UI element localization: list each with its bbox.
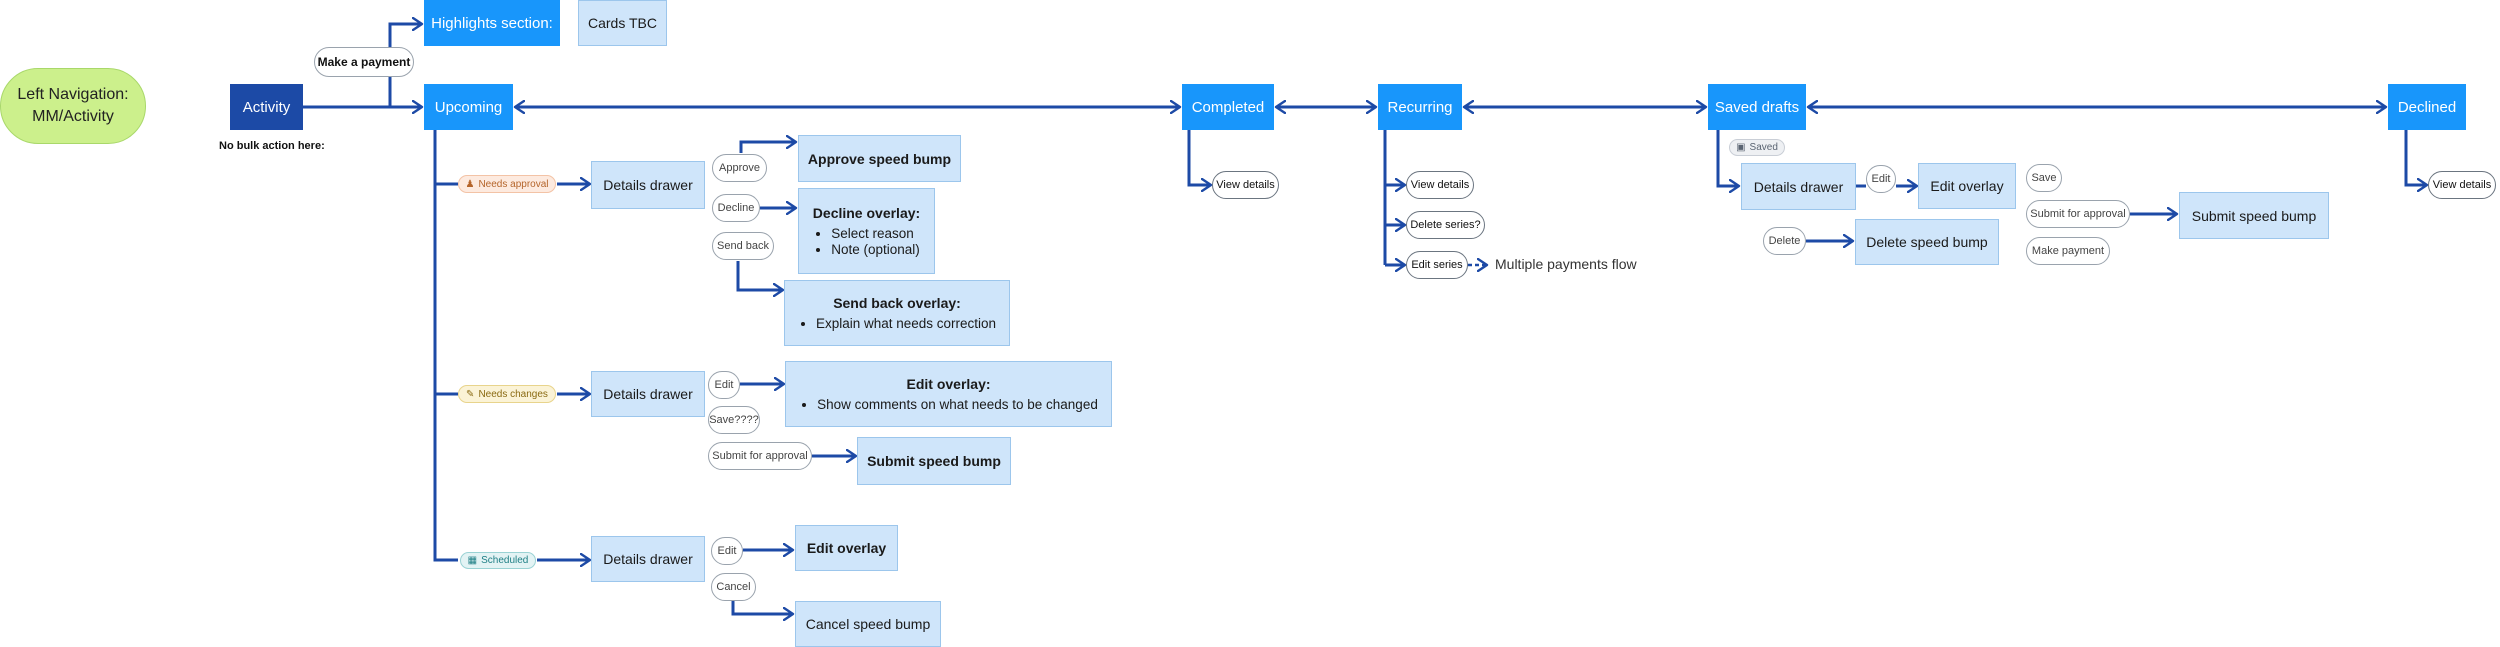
left-navigation-node: Left Navigation: MM/Activity: [0, 68, 146, 144]
connector-completed-view: [1187, 130, 1211, 185]
send-back-overlay-box: Send back overlay: Explain what needs co…: [784, 280, 1010, 346]
decline-overlay-item: Note (optional): [831, 242, 920, 257]
saved-save-pill[interactable]: Save: [2026, 164, 2062, 192]
recurring-node[interactable]: Recurring: [1378, 84, 1462, 130]
pencil-icon: ✎: [466, 388, 475, 400]
connector-approve: [739, 142, 796, 153]
edit-series-pill[interactable]: Edit series: [1406, 251, 1468, 279]
edit-pill[interactable]: Edit: [708, 371, 740, 399]
left-nav-line2: MM/Activity: [32, 108, 114, 125]
declined-node[interactable]: Declined: [2388, 84, 2466, 130]
cards-tbc-label: Cards TBC: [588, 15, 657, 31]
submit-speed-bump-label: Submit speed bump: [867, 453, 1001, 469]
changes-details-drawer[interactable]: Details drawer: [591, 371, 705, 417]
approval-details-drawer[interactable]: Details drawer: [591, 161, 705, 209]
connector-send-back: [736, 261, 783, 290]
needs-changes-label: Needs changes: [478, 388, 548, 400]
connector-activity-highlights: [388, 24, 422, 107]
send-back-overlay-list: Explain what needs correction: [798, 315, 996, 332]
approval-drawer-label: Details drawer: [603, 177, 693, 193]
scheduled-badge: ▦ Scheduled: [460, 552, 536, 569]
recurring-view-details-pill[interactable]: View details: [1406, 171, 1474, 199]
decline-overlay-title: Decline overlay:: [812, 204, 921, 221]
send-back-overlay-title: Send back overlay:: [833, 294, 961, 311]
connector-saved-drawer: [1716, 130, 1739, 186]
scheduled-label: Scheduled: [481, 555, 529, 566]
scheduled-edit-overlay-box: Edit overlay: [795, 525, 898, 571]
delete-series-pill[interactable]: Delete series?: [1406, 211, 1485, 239]
scheduled-details-drawer[interactable]: Details drawer: [591, 536, 705, 582]
approve-speed-bump-label: Approve speed bump: [807, 150, 952, 167]
delete-speed-bump-label: Delete speed bump: [1866, 234, 1988, 250]
edit-overlay-list: Show comments on what needs to be change…: [799, 396, 1098, 413]
needs-approval-label: Needs approval: [478, 178, 549, 190]
activity-node[interactable]: Activity: [230, 84, 303, 130]
declined-view-details-pill[interactable]: View details: [2428, 171, 2496, 199]
saved-label: Saved: [1749, 142, 1778, 153]
decline-overlay-list: Select reason Note (optional): [813, 225, 920, 258]
decline-pill[interactable]: Decline: [712, 194, 760, 222]
edit-overlay-box: Edit overlay: Show comments on what need…: [785, 361, 1112, 427]
send-back-pill[interactable]: Send back: [712, 232, 774, 260]
saved-edit-overlay-box: Edit overlay: [1918, 163, 2016, 209]
connector-declined-view: [2404, 130, 2427, 185]
edit-overlay-title: Edit overlay:: [906, 375, 991, 392]
completed-view-details-pill[interactable]: View details: [1212, 171, 1279, 199]
save-icon: ▣: [1736, 142, 1746, 153]
needs-changes-badge: ✎ Needs changes: [458, 385, 556, 403]
delete-speed-bump-box: Delete speed bump: [1855, 219, 1999, 265]
cards-tbc-node: Cards TBC: [578, 0, 667, 46]
left-nav-line1: Left Navigation:: [17, 86, 129, 104]
cancel-speed-bump-box: Cancel speed bump: [795, 601, 941, 647]
approve-pill[interactable]: Approve: [712, 154, 767, 182]
submit-for-approval-pill[interactable]: Submit for approval: [708, 442, 812, 470]
scheduled-edit-overlay-label: Edit overlay: [806, 540, 887, 556]
connector-scheduled-cancel: [731, 600, 793, 614]
upcoming-node[interactable]: Upcoming: [424, 84, 513, 130]
saved-badge: ▣ Saved: [1729, 139, 1785, 156]
cancel-speed-bump-label: Cancel speed bump: [805, 616, 931, 632]
edit-overlay-item: Show comments on what needs to be change…: [817, 397, 1098, 412]
decline-overlay-box: Decline overlay: Select reason Note (opt…: [798, 188, 935, 274]
scheduled-edit-pill[interactable]: Edit: [711, 537, 743, 565]
submit-speed-bump-box: Submit speed bump: [857, 437, 1011, 485]
connector-upcoming-trunk: [433, 130, 458, 562]
changes-drawer-label: Details drawer: [603, 386, 693, 402]
saved-make-payment-pill[interactable]: Make payment: [2026, 237, 2110, 265]
scheduled-cancel-pill[interactable]: Cancel: [711, 573, 756, 601]
multiple-payments-flow-text: Multiple payments flow: [1495, 256, 1637, 272]
saved-submit-speed-bump-label: Submit speed bump: [2191, 207, 2317, 224]
saved-edit-pill[interactable]: Edit: [1866, 165, 1896, 193]
person-icon: ♟: [465, 178, 475, 190]
saved-drawer-label: Details drawer: [1753, 178, 1844, 195]
saved-edit-overlay-label: Edit overlay: [1930, 178, 2004, 194]
approve-speed-bump-box: Approve speed bump: [798, 135, 961, 182]
saved-submit-speed-bump-box: Submit speed bump: [2179, 192, 2329, 239]
decline-overlay-item: Select reason: [831, 226, 920, 241]
needs-approval-badge: ♟ Needs approval: [458, 175, 556, 193]
saved-drafts-node[interactable]: Saved drafts: [1708, 84, 1806, 130]
saved-delete-pill[interactable]: Delete: [1763, 227, 1806, 255]
make-payment-pill[interactable]: Make a payment: [314, 47, 414, 77]
saved-details-drawer[interactable]: Details drawer: [1741, 163, 1856, 210]
calendar-icon: ▦: [467, 555, 478, 566]
scheduled-drawer-label: Details drawer: [603, 551, 693, 567]
completed-node[interactable]: Completed: [1182, 84, 1274, 130]
highlights-section-node[interactable]: Highlights section:: [424, 0, 560, 46]
send-back-overlay-item: Explain what needs correction: [816, 316, 996, 331]
saved-submit-for-approval-pill[interactable]: Submit for approval: [2026, 200, 2130, 228]
no-bulk-action-note: No bulk action here:: [219, 140, 325, 152]
save-pill[interactable]: Save????: [708, 406, 760, 434]
